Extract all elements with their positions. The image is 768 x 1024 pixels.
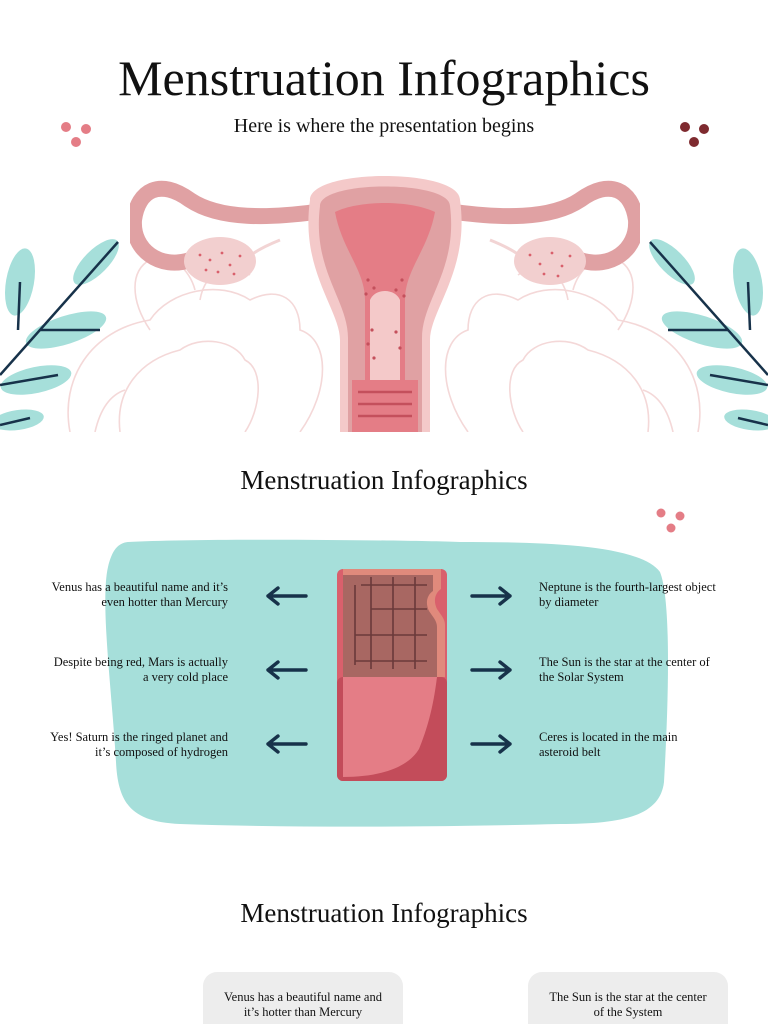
dots-decoration [680, 122, 709, 147]
cards-slide: Menstruation Infographics Venus has a be… [0, 864, 768, 1024]
arrow-left-icon [266, 660, 308, 680]
dots-decoration [61, 122, 91, 147]
page-title: Menstruation Infographics [118, 50, 650, 106]
left-leaves-decoration [0, 239, 119, 431]
arrow-right-icon [470, 660, 512, 680]
title-slide: Menstruation Infographics Here is where … [0, 0, 768, 432]
arrow-left-icon [266, 586, 308, 606]
info-card: The Sun is the star at the center of the… [528, 972, 728, 1024]
arrow-left-icon [266, 734, 308, 754]
uterus-icon [130, 176, 640, 432]
dots-decoration [656, 508, 685, 533]
page-subtitle: Here is where the presentation begins [233, 115, 535, 137]
arrow-right-icon [470, 586, 512, 606]
right-leaves-decoration [649, 239, 768, 431]
flower-outline-decoration [67, 256, 701, 432]
info-card: Venus has a beautiful name and it’s hott… [203, 972, 403, 1024]
slide-title: Menstruation Infographics [240, 898, 528, 928]
arrow-right-icon [470, 734, 512, 754]
slide-title: Menstruation Infographics [240, 465, 528, 495]
infographic-slide: Menstruation Infographics [0, 432, 768, 864]
chocolate-bar-icon [337, 569, 447, 781]
